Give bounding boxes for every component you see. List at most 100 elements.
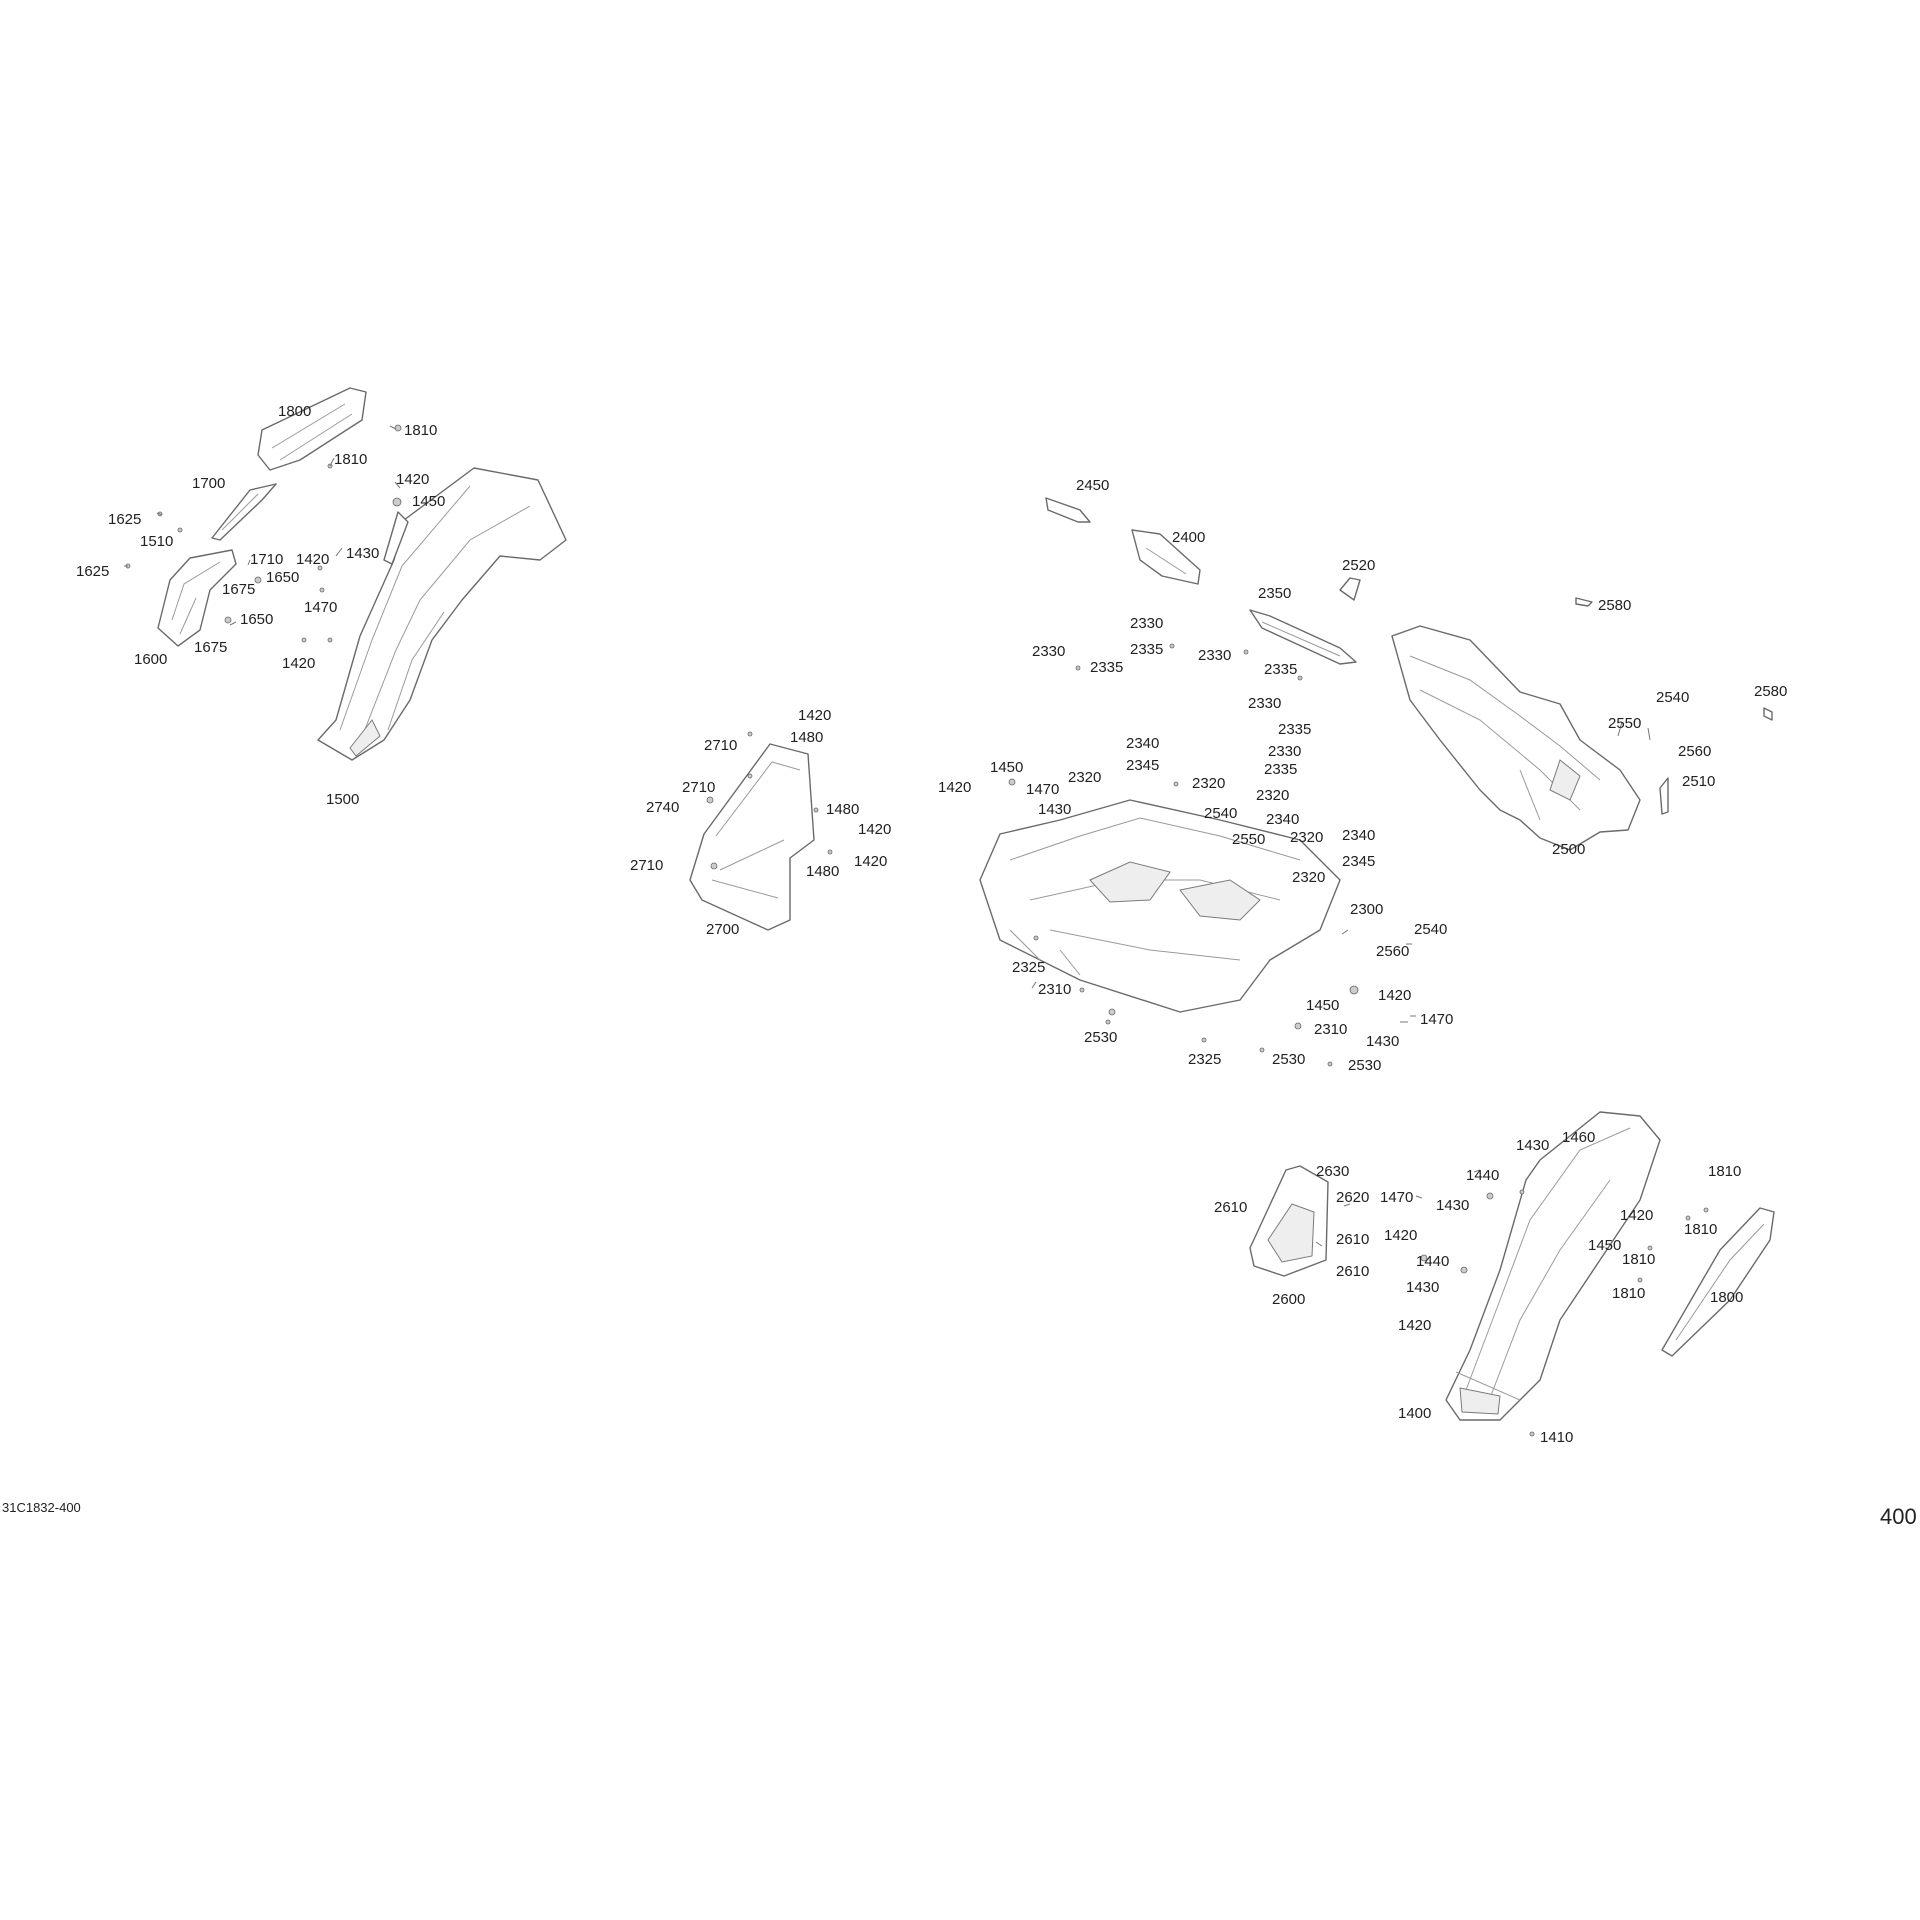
callout-1800: 1800 bbox=[1710, 1289, 1743, 1306]
callout-1675: 1675 bbox=[222, 581, 255, 598]
callout-labels: 1800 1810 1810 1420 1450 1700 1625 1510 … bbox=[76, 403, 1787, 1446]
callout-2340: 2340 bbox=[1126, 735, 1159, 752]
callout-1420: 1420 bbox=[798, 707, 831, 724]
callout-1810: 1810 bbox=[404, 422, 437, 439]
callout-2540: 2540 bbox=[1414, 921, 1447, 938]
callout-1710: 1710 bbox=[250, 551, 283, 568]
callout-1675: 1675 bbox=[194, 639, 227, 656]
leader-lines bbox=[124, 425, 1651, 1247]
part-2510 bbox=[1659, 777, 1669, 815]
callout-2320: 2320 bbox=[1290, 829, 1323, 846]
callout-2610: 2610 bbox=[1214, 1199, 1247, 1216]
part-1500-left-rail bbox=[317, 467, 567, 761]
callout-2400: 2400 bbox=[1172, 529, 1205, 546]
callout-1420: 1420 bbox=[396, 471, 429, 488]
callout-2580: 2580 bbox=[1598, 597, 1631, 614]
callout-2610: 2610 bbox=[1336, 1231, 1369, 1248]
callout-2710: 2710 bbox=[630, 857, 663, 874]
callout-2560: 2560 bbox=[1678, 743, 1711, 760]
callout-1420: 1420 bbox=[282, 655, 315, 672]
callout-2320: 2320 bbox=[1192, 775, 1225, 792]
callout-1810: 1810 bbox=[1708, 1163, 1741, 1180]
callout-1600: 1600 bbox=[134, 651, 167, 668]
callout-1470: 1470 bbox=[304, 599, 337, 616]
callout-2330: 2330 bbox=[1268, 743, 1301, 760]
callout-1430: 1430 bbox=[1038, 801, 1071, 818]
callout-1625: 1625 bbox=[108, 511, 141, 528]
callout-2320: 2320 bbox=[1292, 869, 1325, 886]
callout-1460: 1460 bbox=[1562, 1129, 1595, 1146]
callout-2345: 2345 bbox=[1126, 757, 1159, 774]
callout-2450: 2450 bbox=[1076, 477, 1109, 494]
callout-2325: 2325 bbox=[1012, 959, 1045, 976]
callout-1625: 1625 bbox=[76, 563, 109, 580]
callout-1420: 1420 bbox=[854, 853, 887, 870]
callout-2580: 2580 bbox=[1754, 683, 1787, 700]
callout-2510: 2510 bbox=[1682, 773, 1715, 790]
callout-1470: 1470 bbox=[1380, 1189, 1413, 1206]
callout-1510: 1510 bbox=[140, 533, 173, 550]
callout-1440: 1440 bbox=[1466, 1167, 1499, 1184]
part-2580-top bbox=[1575, 597, 1593, 607]
callout-1470: 1470 bbox=[1026, 781, 1059, 798]
callout-1800: 1800 bbox=[278, 403, 311, 420]
callout-2520: 2520 bbox=[1342, 557, 1375, 574]
part-2580-right bbox=[1763, 707, 1773, 721]
callout-2335: 2335 bbox=[1090, 659, 1123, 676]
page-number: 400 bbox=[1880, 1504, 1917, 1529]
callout-2610: 2610 bbox=[1336, 1263, 1369, 1280]
part-2300-floor-tub bbox=[979, 799, 1341, 1013]
callout-2530: 2530 bbox=[1272, 1051, 1305, 1068]
callout-2600: 2600 bbox=[1272, 1291, 1305, 1308]
callout-2310: 2310 bbox=[1314, 1021, 1347, 1038]
part-2350 bbox=[1249, 609, 1357, 665]
callout-2310: 2310 bbox=[1038, 981, 1071, 998]
callout-1420: 1420 bbox=[858, 821, 891, 838]
callout-1420: 1420 bbox=[1384, 1227, 1417, 1244]
callout-2550: 2550 bbox=[1232, 831, 1265, 848]
callout-2500: 2500 bbox=[1552, 841, 1585, 858]
callout-1430: 1430 bbox=[1406, 1279, 1439, 1296]
callout-1440: 1440 bbox=[1416, 1253, 1449, 1270]
callout-2630: 2630 bbox=[1316, 1163, 1349, 1180]
callout-2560: 2560 bbox=[1376, 943, 1409, 960]
callout-1650: 1650 bbox=[240, 611, 273, 628]
callout-2710: 2710 bbox=[682, 779, 715, 796]
callout-1480: 1480 bbox=[826, 801, 859, 818]
callout-1430: 1430 bbox=[1516, 1137, 1549, 1154]
callout-2335: 2335 bbox=[1130, 641, 1163, 658]
callout-1420: 1420 bbox=[1398, 1317, 1431, 1334]
callout-2530: 2530 bbox=[1084, 1029, 1117, 1046]
callout-2335: 2335 bbox=[1264, 761, 1297, 778]
callout-1420: 1420 bbox=[938, 779, 971, 796]
callout-1420: 1420 bbox=[1378, 987, 1411, 1004]
part-1800-upper-left bbox=[257, 387, 367, 471]
callout-1810: 1810 bbox=[1612, 1285, 1645, 1302]
part-1800-lower-right bbox=[1661, 1207, 1775, 1357]
fastener-marks bbox=[125, 424, 1709, 1437]
callout-2710: 2710 bbox=[704, 737, 737, 754]
callout-1430: 1430 bbox=[346, 545, 379, 562]
callout-2530: 2530 bbox=[1348, 1057, 1381, 1074]
callout-1810: 1810 bbox=[334, 451, 367, 468]
callout-2345: 2345 bbox=[1342, 853, 1375, 870]
callout-1400: 1400 bbox=[1398, 1405, 1431, 1422]
callout-1430: 1430 bbox=[1436, 1197, 1469, 1214]
callout-2330: 2330 bbox=[1248, 695, 1281, 712]
part-2520 bbox=[1339, 577, 1361, 601]
callout-1480: 1480 bbox=[790, 729, 823, 746]
callout-2300: 2300 bbox=[1350, 901, 1383, 918]
callout-1450: 1450 bbox=[412, 493, 445, 510]
callout-1810: 1810 bbox=[1622, 1251, 1655, 1268]
callout-1450: 1450 bbox=[990, 759, 1023, 776]
part-1400-right-rail bbox=[1445, 1111, 1661, 1421]
callout-2320: 2320 bbox=[1068, 769, 1101, 786]
part-1700 bbox=[211, 483, 277, 541]
callout-2540: 2540 bbox=[1204, 805, 1237, 822]
callout-2740: 2740 bbox=[646, 799, 679, 816]
callout-1480: 1480 bbox=[806, 863, 839, 880]
callout-2340: 2340 bbox=[1266, 811, 1299, 828]
callout-2700: 2700 bbox=[706, 921, 739, 938]
